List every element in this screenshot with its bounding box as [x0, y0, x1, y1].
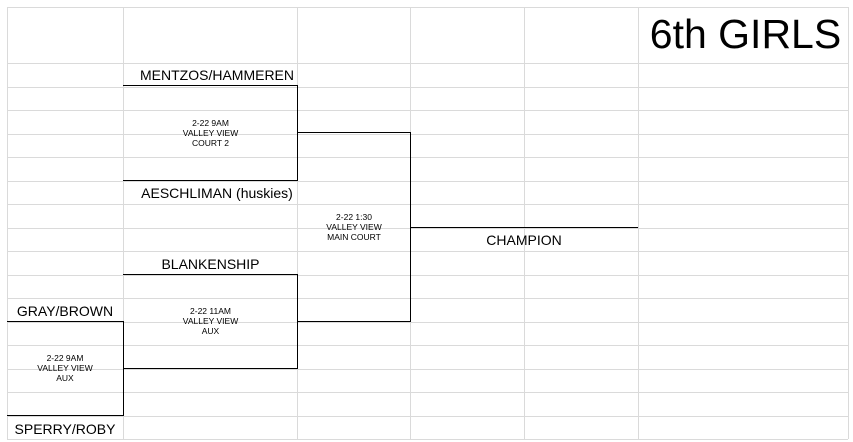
- semi-top-right-line: [297, 85, 298, 181]
- grid-row-line: [7, 110, 848, 111]
- grid-column-line: [297, 7, 298, 439]
- grid-row-line: [7, 157, 848, 158]
- grid-row-line: [7, 416, 848, 417]
- grid-row-line: [7, 204, 848, 205]
- grid-row-line: [7, 63, 848, 64]
- game-semi-top-court: COURT 2: [191, 138, 229, 148]
- game-play-in-date: 2-22 9AM: [46, 353, 84, 363]
- game-semi-top-venue: VALLEY VIEW: [182, 128, 239, 138]
- semi-bottom-lower-line: [123, 368, 298, 369]
- game-final-info: 2-22 1:30 VALLEY VIEW MAIN COURT: [297, 212, 411, 242]
- champion-label: CHAMPION: [486, 232, 562, 248]
- game-semi-bottom-court: AUX: [201, 326, 220, 336]
- grid-row-line: [7, 7, 848, 8]
- game-play-in-info: 2-22 9AM VALLEY VIEW AUX: [7, 353, 123, 383]
- semi-bottom-upper-line: [123, 274, 298, 275]
- grid-column-line: [7, 7, 8, 439]
- game-semi-bottom-date: 2-22 11AM: [190, 306, 231, 316]
- grid-row-line: [7, 345, 848, 346]
- game-final-date: 2-22 1:30: [336, 212, 372, 222]
- grid-row-line: [7, 439, 848, 440]
- game-semi-bottom-info: 2-22 11AM VALLEY VIEW AUX: [123, 306, 298, 336]
- game-semi-top-info: 2-22 9AM VALLEY VIEW COURT 2: [123, 118, 298, 148]
- game-final-court: MAIN COURT: [327, 232, 381, 242]
- grid-row-line: [7, 87, 848, 88]
- grid-column-line: [638, 7, 639, 439]
- game-play-in-court: AUX: [56, 373, 74, 383]
- team-gray-brown: GRAY/BROWN: [16, 303, 114, 319]
- team-aeschliman: AESCHLIMAN (huskies): [141, 185, 293, 201]
- grid-row-line: [7, 392, 848, 393]
- grid-row-line: [7, 369, 848, 370]
- semi-top-lower-line: [123, 180, 298, 181]
- champion-line: [410, 227, 638, 228]
- grid-row-line: [7, 181, 848, 182]
- play-in-lower-line: [7, 415, 124, 416]
- bracket-title: 6th GIRLS: [649, 11, 842, 57]
- grid-column-line: [524, 7, 525, 439]
- grid-row-line: [7, 228, 848, 229]
- grid-row-line: [7, 322, 848, 323]
- team-blankenship: BLANKENSHIP: [161, 256, 260, 272]
- grid-row-line: [7, 298, 848, 299]
- semi-top-upper-line: [123, 85, 298, 86]
- team-mentzos-hammeren: MENTZOS/HAMMEREN: [140, 67, 294, 83]
- game-semi-bottom-venue: VALLEY VIEW: [182, 316, 239, 326]
- final-upper-line: [297, 132, 411, 133]
- grid-row-line: [7, 134, 848, 135]
- grid-column-line: [848, 7, 849, 439]
- final-lower-line: [297, 321, 411, 322]
- game-final-venue: VALLEY VIEW: [326, 222, 382, 232]
- play-in-right-line: [123, 321, 124, 416]
- grid-column-line: [123, 7, 124, 439]
- play-in-upper-line: [7, 321, 124, 322]
- game-semi-top-date: 2-22 9AM: [192, 118, 229, 128]
- grid-row-line: [7, 275, 848, 276]
- team-sperry-roby: SPERRY/ROBY: [14, 421, 116, 437]
- game-play-in-venue: VALLEY VIEW: [37, 363, 93, 373]
- grid-row-line: [7, 251, 848, 252]
